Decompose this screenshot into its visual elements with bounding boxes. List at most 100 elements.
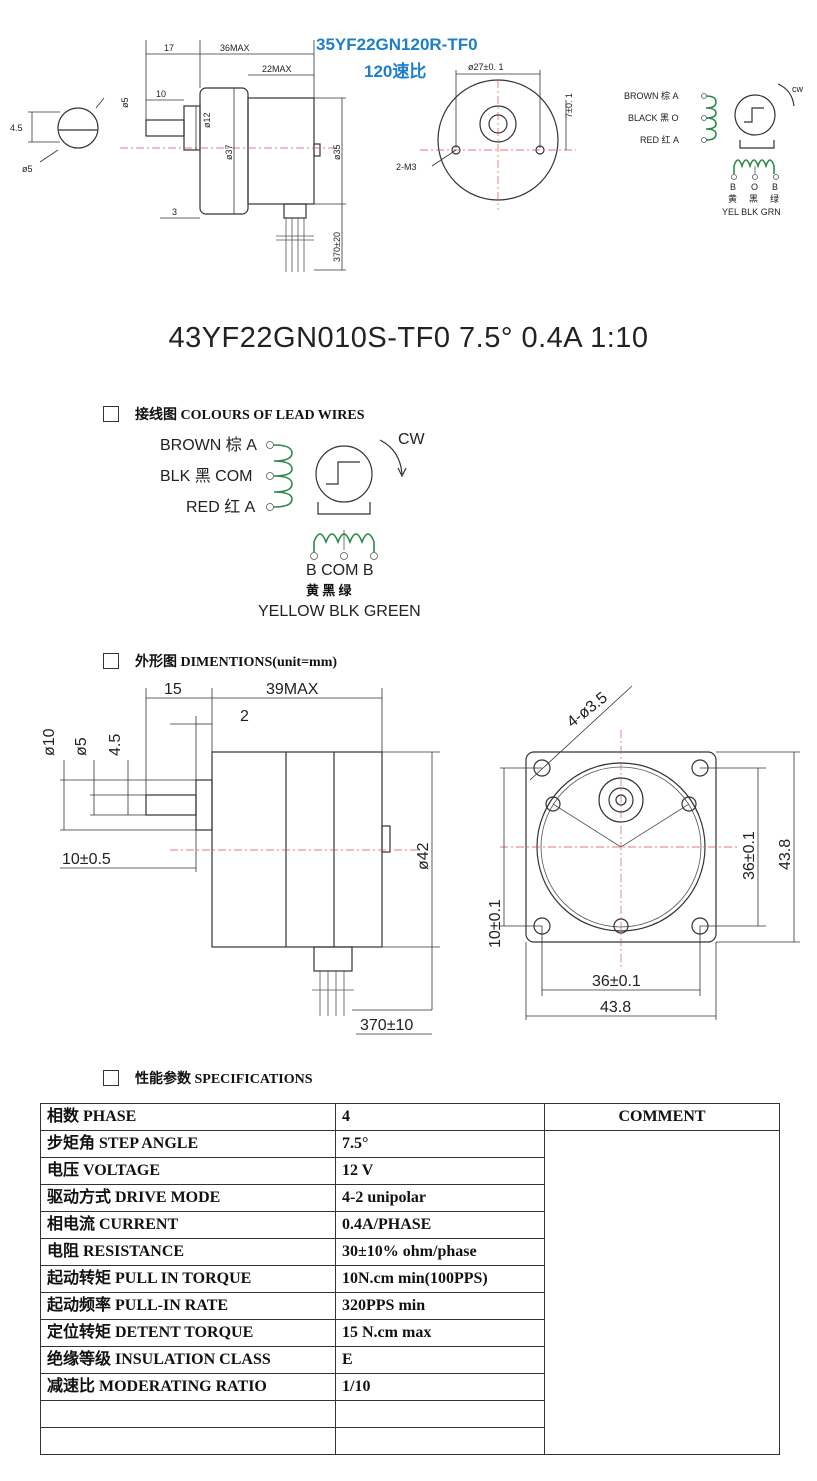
spec-value: 0.4A/PHASE bbox=[335, 1211, 545, 1239]
dim-label: 10 bbox=[156, 89, 166, 99]
wire-red-label: RED 红 A bbox=[186, 498, 256, 516]
spec-value: E bbox=[335, 1346, 545, 1374]
comment-cell bbox=[544, 1130, 780, 1455]
dim-label: 15 bbox=[164, 681, 182, 698]
wiring-heading: 接线图 COLOURS OF LEAD WIRES bbox=[103, 404, 364, 424]
dim-label: ø12 bbox=[202, 112, 212, 128]
ratio-title-blue: 120速比 bbox=[364, 61, 426, 81]
shaft bbox=[145, 794, 197, 816]
spec-name bbox=[40, 1427, 336, 1455]
wiring-cw-label: CW bbox=[398, 431, 426, 448]
lead-en: YEL BLK GRN bbox=[722, 207, 781, 217]
spec-value: 10N.cm min(100PPS) bbox=[335, 1265, 545, 1293]
spec-value: 30±10% ohm/phase bbox=[335, 1238, 545, 1266]
lead-b2: B bbox=[772, 182, 778, 192]
dim-label: ø5 bbox=[120, 97, 130, 108]
dim-label: 2-M3 bbox=[396, 162, 417, 172]
motor-body-side bbox=[211, 751, 383, 948]
dim-label: 370±20 bbox=[332, 232, 342, 262]
spec-name: 减速比 MODERATING RATIO bbox=[40, 1373, 336, 1401]
lead-label-red: RED 红 A bbox=[640, 134, 679, 145]
dim-label: ø35 bbox=[332, 144, 342, 160]
dim-label: 43.8 bbox=[600, 999, 631, 1016]
top-front-view: ø27±0. 1 7±0. 1 2-M3 bbox=[396, 62, 576, 210]
spec-name bbox=[40, 1400, 336, 1428]
spec-value: 320PPS min bbox=[335, 1292, 545, 1320]
wiring-diagram: BROWN 棕 A BLK 黑 COM RED 红 A CW B COM B 黄… bbox=[160, 431, 426, 620]
model-title-blue: 35YF22GN120R-TF0 bbox=[316, 35, 478, 54]
spec-name: 相数 PHASE bbox=[40, 1103, 336, 1131]
top-lead-wiring: BROWN 棕 A BLACK 黑 O RED 红 A cw B O B 黄 黑… bbox=[624, 83, 804, 217]
spec-name: 电阻 RESISTANCE bbox=[40, 1238, 336, 1266]
specs-heading-text: 性能参数 SPECIFICATIONS bbox=[135, 1072, 313, 1087]
spec-name: 定位转矩 DETENT TORQUE bbox=[40, 1319, 336, 1347]
dim-label: 17 bbox=[164, 43, 174, 53]
dim-label: ø10 bbox=[41, 728, 58, 756]
spec-value: 1/10 bbox=[335, 1373, 545, 1401]
dim-label: 4-ø3.5 bbox=[564, 689, 611, 731]
spec-name: 相电流 CURRENT bbox=[40, 1211, 336, 1239]
dim-label: 22MAX bbox=[262, 64, 292, 74]
dim-label: 36MAX bbox=[220, 43, 250, 53]
wiring-bottom-en: YELLOW BLK GREEN bbox=[258, 603, 421, 620]
cw-label: cw bbox=[792, 84, 804, 94]
dim-label: 370±10 bbox=[360, 1017, 413, 1034]
top-side-view: 4.5 ø5 17 36MAX 22MAX 10 ø5 ø12 bbox=[10, 40, 346, 272]
dim-label: ø37 bbox=[224, 144, 234, 160]
spec-name: 步矩角 STEP ANGLE bbox=[40, 1130, 336, 1158]
dim-label: ø5 bbox=[73, 737, 90, 756]
dim-label: ø27±0. 1 bbox=[468, 62, 503, 72]
spec-name: 起动频率 PULL-IN RATE bbox=[40, 1292, 336, 1320]
lead-cn2: 黑 bbox=[749, 194, 758, 204]
dim-label: 43.8 bbox=[777, 839, 794, 870]
dimension-front-view: 4-ø3.5 36±0.1 43.8 10±0.1 36±0.1 43.8 bbox=[487, 685, 800, 1020]
checkbox-icon bbox=[103, 1070, 119, 1086]
wiring-bottom-labels: B COM B bbox=[306, 562, 374, 579]
lead-cn3: 绿 bbox=[770, 193, 779, 204]
specs-heading: 性能参数 SPECIFICATIONS bbox=[103, 1068, 313, 1088]
dim-label: 4.5 bbox=[10, 123, 23, 133]
dim-label: 3 bbox=[172, 207, 177, 217]
spec-value bbox=[335, 1427, 545, 1455]
spec-name: 起动转矩 PULL IN TORQUE bbox=[40, 1265, 336, 1293]
dim-label: 36±0.1 bbox=[741, 831, 758, 880]
dim-label: ø42 bbox=[415, 842, 432, 870]
spec-value: 4 bbox=[335, 1103, 545, 1131]
wiring-heading-text: 接线图 COLOURS OF LEAD WIRES bbox=[135, 408, 365, 423]
rotor-symbol bbox=[734, 94, 776, 136]
wire-brown-label: BROWN 棕 A bbox=[160, 436, 257, 454]
main-model-title: 43YF22GN010S-TF0 7.5° 0.4A 1:10 bbox=[168, 322, 649, 354]
wiring-rotor-symbol bbox=[315, 445, 373, 503]
shaft-section-circle bbox=[57, 107, 99, 149]
spec-name: 电压 VOLTAGE bbox=[40, 1157, 336, 1185]
wire-blk-label: BLK 黑 COM bbox=[160, 468, 252, 485]
dim-label: 10±0.1 bbox=[487, 899, 504, 948]
spec-name: 绝缘等级 INSULATION CLASS bbox=[40, 1346, 336, 1374]
lead-label-brown: BROWN 棕 A bbox=[624, 90, 679, 101]
dimension-side-view: 15 39MAX 2 ø10 ø5 4.5 10±0.5 ø42 370±10 bbox=[41, 681, 440, 1035]
lead-b1: B bbox=[730, 182, 736, 192]
dim-label: 39MAX bbox=[266, 681, 319, 698]
comment-header: COMMENT bbox=[544, 1103, 780, 1131]
checkbox-icon bbox=[103, 653, 119, 669]
dim-label: 7±0. 1 bbox=[564, 93, 574, 118]
spec-value: 12 V bbox=[335, 1157, 545, 1185]
lead-o: O bbox=[751, 182, 758, 192]
spec-value: 15 N.cm max bbox=[335, 1319, 545, 1347]
wiring-bottom-cn: 黄 黑 绿 bbox=[306, 583, 353, 598]
checkbox-icon bbox=[103, 406, 119, 422]
lead-label-black: BLACK 黑 O bbox=[628, 113, 679, 123]
lead-cn1: 黄 bbox=[728, 193, 737, 204]
dim-label: 36±0.1 bbox=[592, 973, 641, 990]
dimensions-heading-text: 外形图 DIMENTIONS(unit=mm) bbox=[135, 655, 338, 670]
dim-label: ø5 bbox=[22, 164, 33, 174]
dimensions-heading: 外形图 DIMENTIONS(unit=mm) bbox=[103, 651, 337, 671]
dim-label: 10±0.5 bbox=[62, 851, 111, 868]
spec-value: 4-2 unipolar bbox=[335, 1184, 545, 1212]
